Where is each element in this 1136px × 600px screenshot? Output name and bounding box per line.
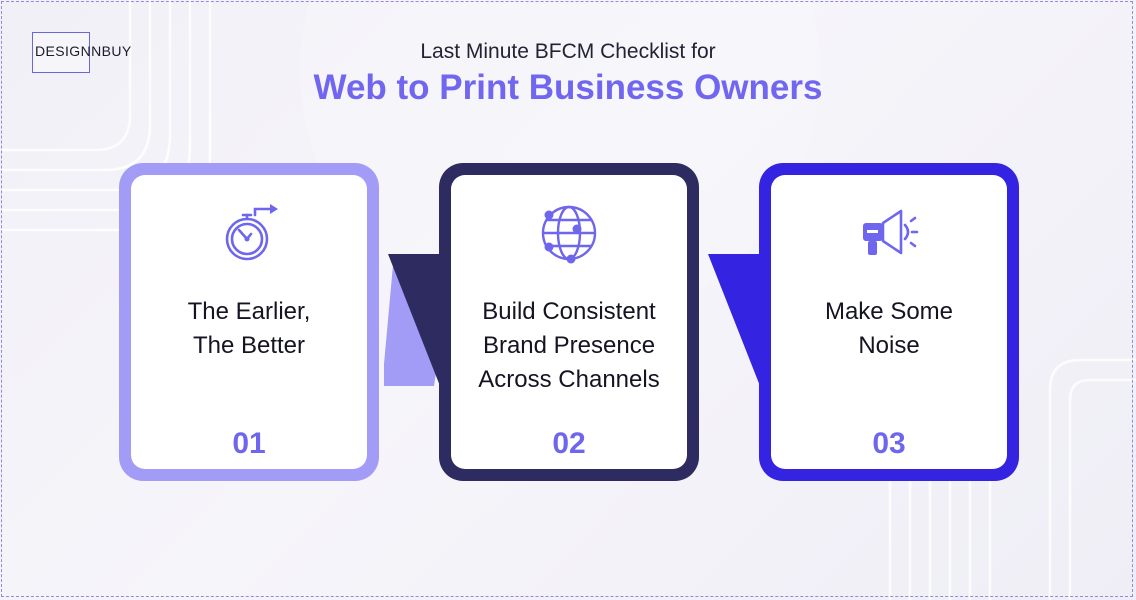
checklist-card-3: Make Some Noise 03 [759, 163, 1019, 481]
brand-logo: DESIGNNBUY [32, 30, 152, 74]
card-title: Build Consistent Brand Presence Across C… [457, 295, 681, 397]
card-title-line: Make Some [824, 298, 954, 325]
card-title-line: The Better [192, 332, 306, 359]
stopwatch-icon [225, 204, 278, 261]
globe-network-icon [541, 205, 597, 264]
card-title: The Earlier, The Better [137, 295, 361, 363]
megaphone-icon [863, 209, 919, 255]
checklist-card-2: Build Consistent Brand Presence Across C… [439, 163, 699, 481]
card-title-line: Across Channels [478, 366, 660, 393]
card-title-line: Noise [858, 332, 920, 359]
card-body: Make Some Noise 03 [771, 175, 1007, 469]
card-body: The Earlier, The Better 01 [131, 175, 367, 469]
logo-box [32, 32, 90, 73]
page-title: Web to Print Business Owners [313, 68, 823, 107]
card-number: 02 [552, 427, 586, 460]
card-title: Make Some Noise [777, 295, 1001, 363]
card-title-line: Build Consistent [482, 298, 656, 325]
card-body: Build Consistent Brand Presence Across C… [451, 175, 687, 469]
checklist-card-1: The Earlier, The Better 01 [119, 163, 379, 481]
connector-2-3 [708, 254, 774, 386]
card-number: 03 [872, 427, 906, 460]
card-title-line: The Earlier, [187, 298, 311, 325]
connector-1-2 [384, 254, 454, 386]
card-title-line: Brand Presence [482, 332, 656, 359]
logo-text: DESIGNNBUY [35, 43, 132, 59]
page-subtitle: Last Minute BFCM Checklist for [420, 40, 716, 63]
card-number: 01 [232, 427, 266, 460]
